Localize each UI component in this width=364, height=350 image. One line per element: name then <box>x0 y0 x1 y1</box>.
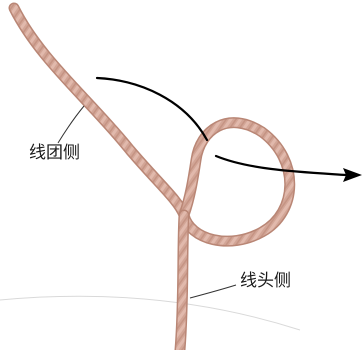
background-arc <box>0 296 300 330</box>
label-ball-side: 线团侧 <box>29 145 80 162</box>
leader-line-ball <box>58 106 84 143</box>
leader-line-end <box>190 285 236 298</box>
label-end-side: 线头侧 <box>240 273 291 290</box>
